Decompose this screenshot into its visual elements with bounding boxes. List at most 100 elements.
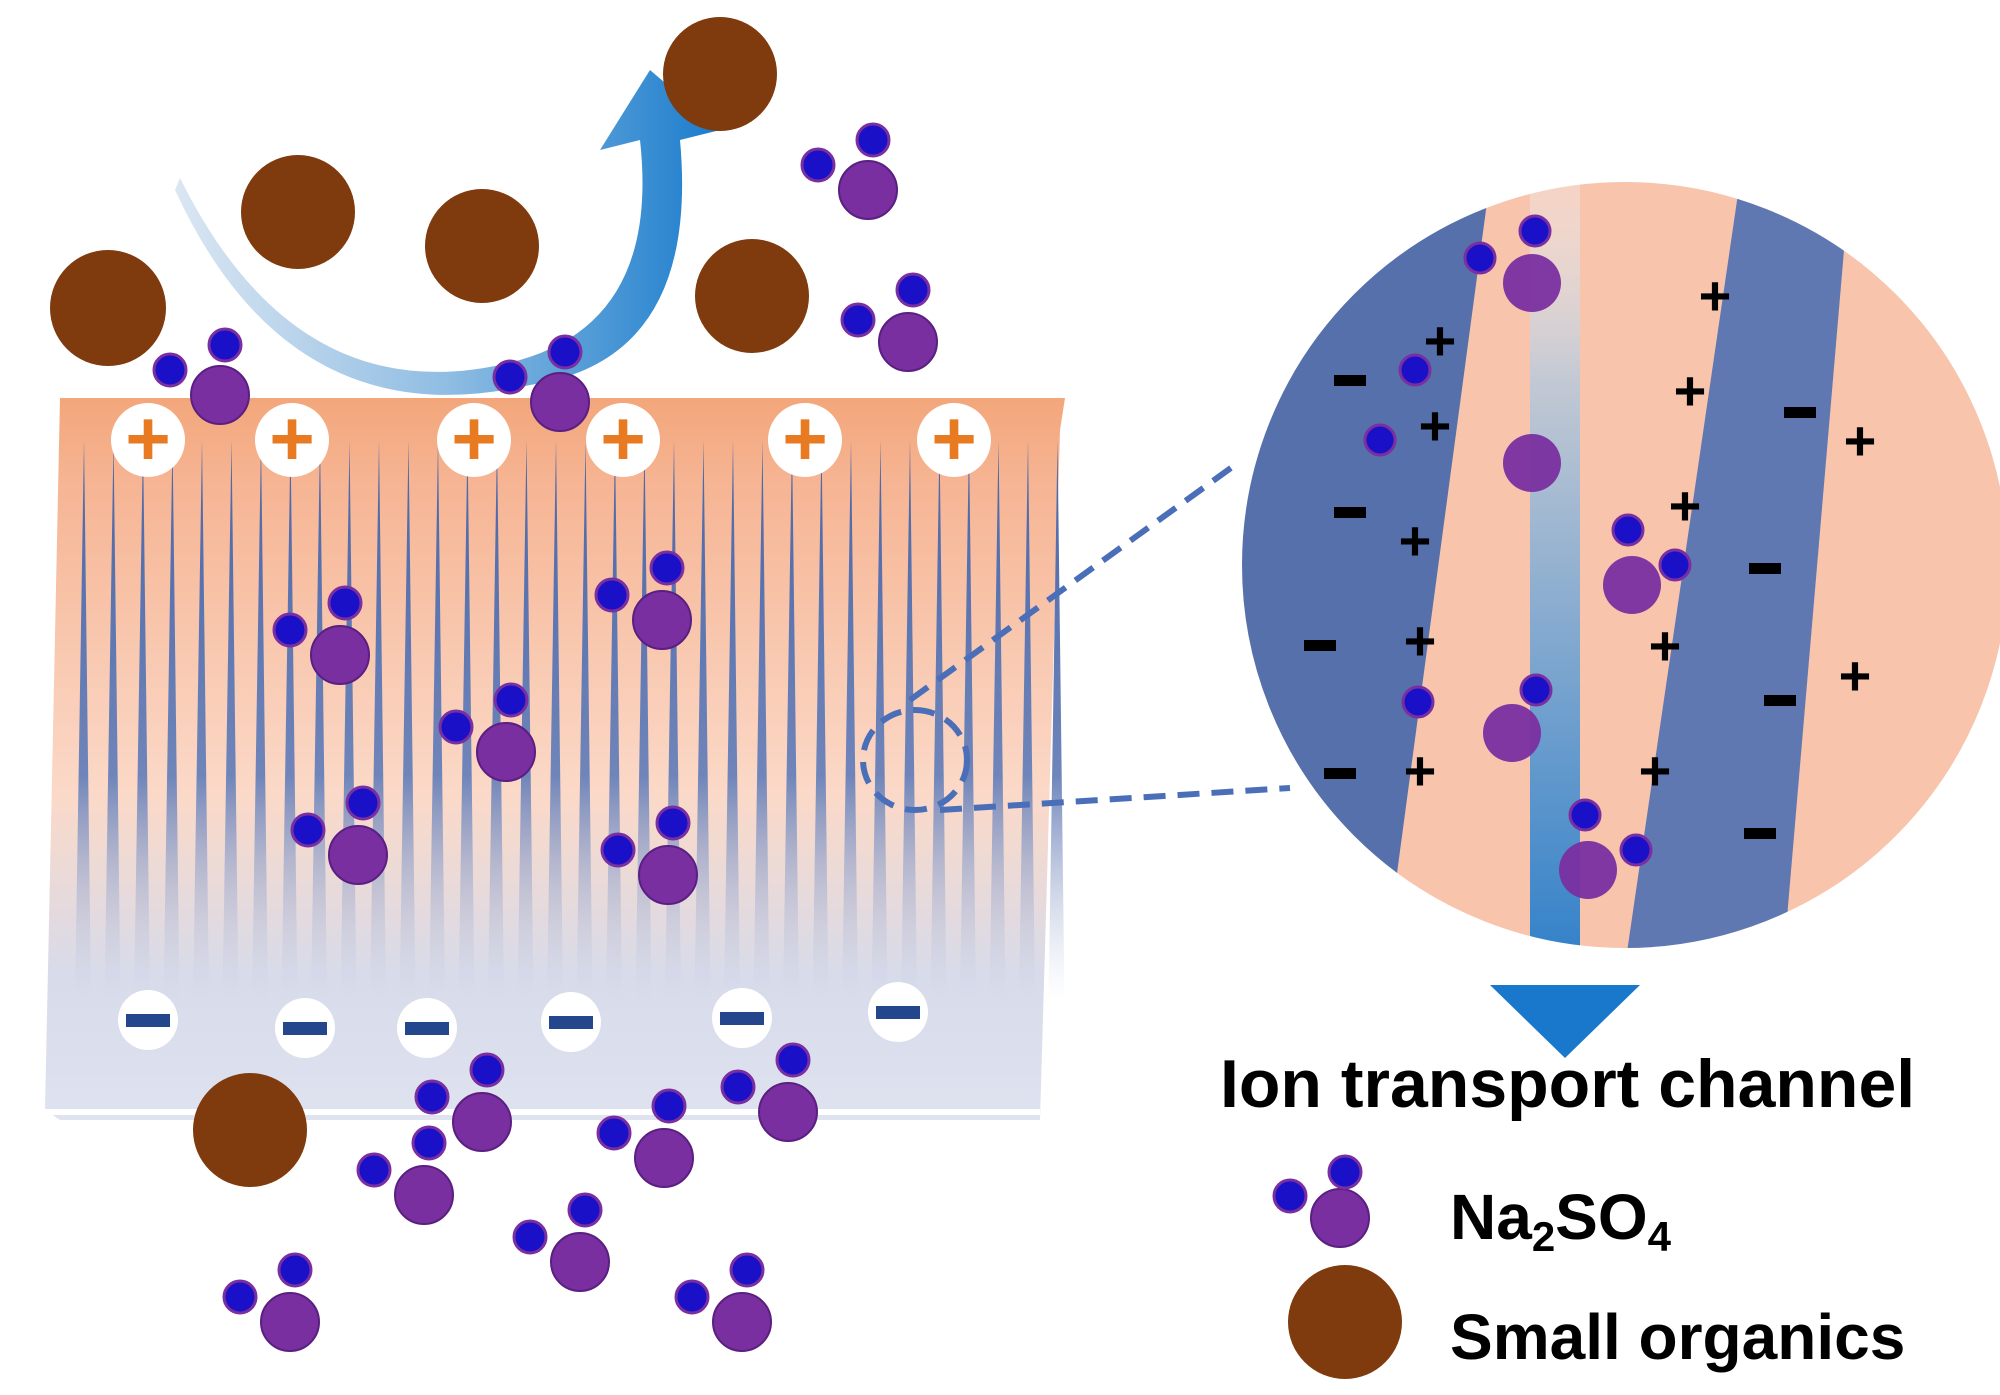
channel — [753, 440, 770, 1000]
channel — [724, 440, 740, 1000]
channel — [1019, 440, 1035, 1000]
negative-charge — [1749, 563, 1781, 574]
organic-molecule — [663, 17, 777, 131]
zoom-sulfate — [1503, 434, 1561, 492]
positive-charge: + — [111, 394, 185, 482]
surface-charges-positive: + + + + + + — [111, 394, 991, 482]
negative-charge — [1334, 507, 1366, 518]
na2so4-molecule — [152, 327, 250, 425]
positive-charge: + — [1699, 264, 1732, 327]
channel — [901, 440, 917, 1000]
channel — [842, 440, 858, 1000]
zoom-indicator — [860, 462, 1291, 813]
na2so4-molecule — [414, 1052, 512, 1152]
organic-molecule — [425, 189, 539, 303]
positive-charge: + — [1649, 614, 1682, 677]
zoom-sulfate — [1603, 556, 1661, 614]
channel — [281, 440, 298, 1000]
organic-molecule — [695, 239, 809, 353]
zoom-sodium — [1398, 353, 1432, 387]
na2so4-molecule — [800, 122, 898, 220]
positive-charge: + — [1419, 394, 1452, 457]
na2so4-molecule — [674, 1252, 772, 1352]
zoom-sodium — [1619, 833, 1653, 867]
channel — [163, 440, 180, 1000]
svg-text:+: + — [782, 394, 828, 482]
channel — [960, 440, 976, 1000]
channel — [547, 440, 563, 1000]
diagram-title: Ion transport channel — [1220, 1046, 1916, 1122]
zoom-sodium — [1363, 423, 1397, 457]
small-organics — [50, 17, 809, 1187]
zoom-ions — [1363, 214, 1692, 899]
svg-text:+: + — [451, 394, 497, 482]
positive-charge: + — [1674, 359, 1707, 422]
channel — [488, 440, 504, 1000]
ion-channel-zoom: ++++++++++++ — [1238, 178, 2000, 1058]
negative-charge — [397, 998, 457, 1058]
rejection-arrow — [175, 70, 720, 395]
positive-charge: + — [1399, 509, 1432, 572]
na2so4-molecule — [600, 805, 698, 905]
na2so4-molecule — [512, 1192, 610, 1292]
negative-charge — [1744, 828, 1776, 839]
channel — [311, 440, 327, 1000]
negative-charge — [1784, 407, 1816, 418]
na2so4-molecule — [222, 1252, 320, 1352]
negative-charge — [1324, 768, 1356, 779]
zoom-sodium — [1658, 548, 1692, 582]
positive-charge: + — [586, 394, 660, 482]
channel — [75, 440, 91, 1000]
zoom-sodium — [1401, 685, 1435, 719]
positive-charge: + — [917, 394, 991, 482]
channel — [399, 440, 416, 1000]
channel — [783, 440, 799, 1000]
channel — [252, 440, 268, 1000]
channel — [694, 440, 711, 1000]
svg-text:+: + — [125, 394, 171, 482]
surface-charges-negative — [118, 982, 928, 1058]
positive-charge: + — [1404, 739, 1437, 802]
na2so4-molecule — [596, 1088, 694, 1188]
zoom-sodium — [1518, 214, 1552, 248]
legend-organic-symbol — [1288, 1265, 1402, 1379]
legend-salt-symbol — [1272, 1154, 1370, 1248]
positive-charge: + — [1639, 739, 1672, 802]
na2so4-molecule — [290, 785, 388, 885]
legend-label-organics: Small organics — [1450, 1301, 1906, 1373]
na2so4-molecule — [272, 585, 370, 685]
negative-charge — [868, 982, 928, 1042]
organic-molecule — [193, 1073, 307, 1187]
na2so4-molecule — [356, 1125, 454, 1225]
positive-charge: + — [1839, 644, 1872, 707]
negative-charge — [275, 998, 335, 1058]
zoom-sodium — [1611, 513, 1645, 547]
channel — [930, 440, 947, 1000]
channel — [134, 440, 150, 1000]
negative-charge — [118, 990, 178, 1050]
svg-text:+: + — [269, 394, 315, 482]
svg-text:+: + — [931, 394, 977, 482]
channel — [989, 440, 1006, 1000]
na2so4-molecule — [438, 682, 536, 782]
positive-charge: + — [437, 394, 511, 482]
positive-charge: + — [768, 394, 842, 482]
channel — [1048, 440, 1065, 1000]
zoom-sulfate — [1503, 254, 1561, 312]
svg-text:+: + — [600, 394, 646, 482]
channel — [871, 440, 888, 1000]
negative-charge — [1764, 695, 1796, 706]
legend-label-salt: Na2SO4 — [1450, 1181, 1671, 1260]
transport-arrowhead — [1490, 985, 1640, 1058]
channel — [812, 440, 829, 1000]
negative-charge — [541, 992, 601, 1052]
negative-charge — [1334, 375, 1366, 386]
channel — [576, 440, 593, 1000]
negative-charge — [712, 988, 772, 1048]
zoom-sodium — [1568, 798, 1602, 832]
positive-charge: + — [1669, 474, 1702, 537]
zoom-sulfate — [1483, 704, 1541, 762]
organic-molecule — [50, 250, 166, 366]
channel — [429, 440, 445, 1000]
